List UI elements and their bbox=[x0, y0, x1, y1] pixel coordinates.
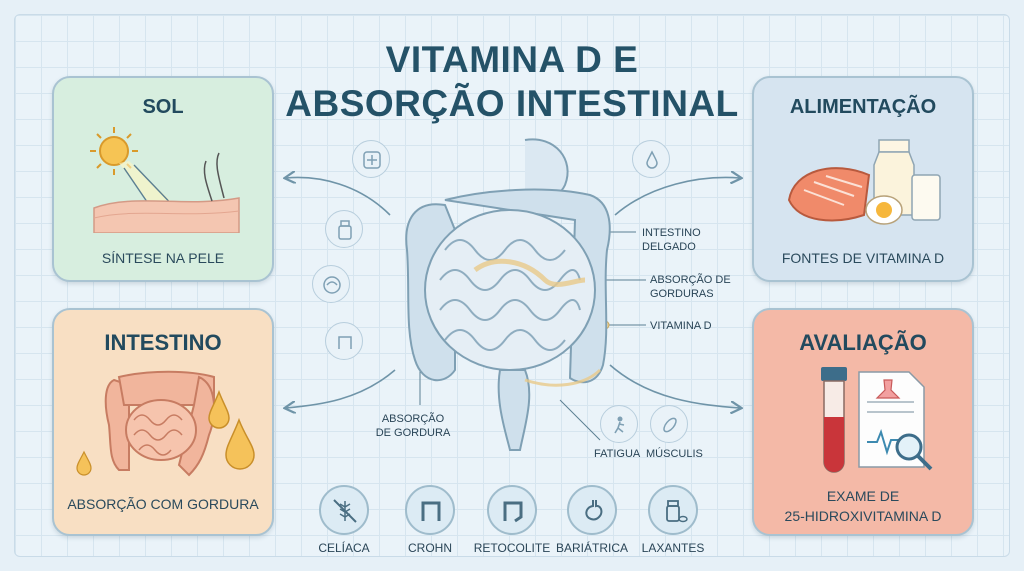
lab-exam-illustration bbox=[821, 367, 933, 473]
celiac-icon bbox=[319, 485, 369, 535]
card-sol-title: SOL bbox=[142, 96, 184, 118]
intestine-illustration bbox=[405, 138, 611, 451]
supplement-bottle-icon bbox=[325, 210, 363, 248]
glass-icon bbox=[911, 174, 941, 221]
laxative-bottle-icon bbox=[648, 485, 698, 535]
card-intestino-title: INTESTINO bbox=[104, 330, 222, 355]
label-absorcao-gorduras: ABSORÇÃO DE GORDURAS bbox=[650, 274, 731, 300]
label-vitamina-d: VITAMINA D bbox=[650, 320, 712, 332]
fat-drops-icon bbox=[208, 390, 255, 470]
bariatric-stomach-icon bbox=[567, 485, 617, 535]
bottom-label-crohn: CROHN bbox=[408, 541, 452, 555]
card-sol-caption: SÍNTESE NA PELE bbox=[101, 250, 225, 266]
sun-skin-illustration bbox=[90, 127, 240, 233]
drop-icon bbox=[632, 140, 670, 178]
card-alimentacao: ALIMENTAÇÃO FONTES DE VITAMINA D bbox=[752, 76, 974, 282]
salmon-icon bbox=[787, 167, 871, 222]
bottom-label-celiaca: CELÍACA bbox=[318, 541, 370, 555]
bottom-label-retocolite: RETOCOLITE bbox=[473, 541, 551, 555]
label-fatigua: FATIGUA bbox=[594, 448, 641, 460]
digestion-icon bbox=[312, 265, 350, 303]
label-absorcao-gordura: ABSORÇÃO DE GORDURA bbox=[375, 413, 451, 439]
card-intestino-caption: ABSORÇÃO COM GORDURA bbox=[67, 496, 259, 512]
bottom-label-laxantes: LAXANTES bbox=[641, 541, 705, 555]
food-illustration bbox=[787, 139, 941, 225]
page-title: VITAMINA D E ABSORÇÃO INTESTINAL bbox=[262, 38, 762, 126]
egg-icon bbox=[865, 195, 903, 225]
pharmacy-icon bbox=[352, 140, 390, 178]
magnifier-icon bbox=[895, 433, 933, 471]
card-intestino: INTESTINO ABSORÇÃO COM GORDURA bbox=[52, 308, 274, 536]
card-avaliacao-title: AVALIAÇÃO bbox=[799, 330, 927, 355]
card-avaliacao-caption: EXAME DE 25-HIDROXIVITAMINA D bbox=[784, 488, 942, 524]
card-alimentacao-title: ALIMENTAÇÃO bbox=[789, 96, 937, 118]
label-musculis: MÚSCULIS bbox=[646, 448, 703, 460]
retocolite-colon-icon bbox=[487, 485, 537, 535]
label-intestino-delgado: INTESTINO DELGADO bbox=[642, 227, 701, 253]
colon-icon bbox=[325, 322, 363, 360]
fatigue-icon bbox=[600, 405, 638, 443]
crohn-colon-icon bbox=[405, 485, 455, 535]
muscle-icon bbox=[650, 405, 688, 443]
title-line-1: VITAMINA D E bbox=[385, 39, 639, 80]
title-line-2: ABSORÇÃO INTESTINAL bbox=[285, 83, 739, 124]
card-alimentacao-caption: FONTES DE VITAMINA D bbox=[781, 250, 945, 266]
card-avaliacao: AVALIAÇÃO EXAME DE 25-HIDROXIVITAMINA D bbox=[752, 308, 974, 536]
bottom-label-bariatrica: BARIÁTRICA bbox=[555, 541, 628, 555]
blood-tube-icon bbox=[821, 367, 847, 473]
card-sol: SOL SÍNTESE NA PELE bbox=[52, 76, 274, 282]
fat-drop-small-icon bbox=[76, 450, 92, 476]
intestine-icon bbox=[104, 370, 216, 477]
